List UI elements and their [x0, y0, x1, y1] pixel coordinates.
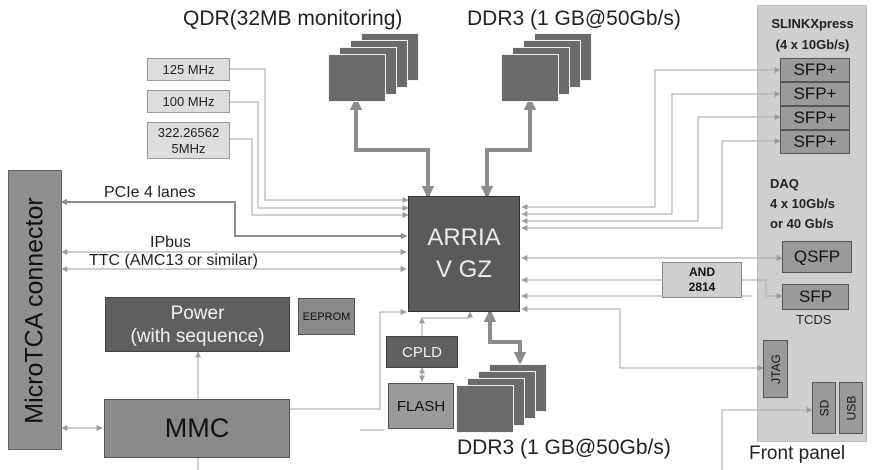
- clock-100mhz-label: 100 MHz: [162, 94, 215, 109]
- daq-line3: or 40 Gb/s: [770, 216, 834, 231]
- arria-fpga-line1: ARRIA: [427, 224, 501, 251]
- sfp-tcds-port: SFP: [782, 284, 849, 310]
- and2814-line1: AND: [689, 265, 715, 279]
- and2814-block: AND 2814: [662, 262, 742, 298]
- qdr-title: QDR(32MB monitoring): [183, 7, 403, 30]
- cpld-block: CPLD: [386, 336, 458, 368]
- jtag-wire: [521, 306, 764, 371]
- power-block: Power (with sequence): [105, 297, 290, 352]
- tcds-label: TCDS: [796, 312, 832, 327]
- daq-line2: 4 x 10Gb/s: [770, 196, 836, 211]
- sfp-plus-3: SFP+: [780, 106, 850, 130]
- sfp-plus-4: SFP+: [780, 130, 850, 154]
- sfp-plus-4-label: SFP+: [793, 132, 837, 151]
- eeprom-block: EEPROM: [298, 298, 355, 335]
- clk-100-wire: [230, 101, 409, 211]
- power-line1: Power: [170, 302, 225, 324]
- clock-100mhz: 100 MHz: [147, 90, 230, 113]
- ddr3-bottom-arrow: [483, 309, 527, 365]
- sd-wire: [721, 407, 813, 470]
- clock-322mhz: 322.26562 5MHz: [147, 122, 230, 159]
- sfp4-wire: [521, 138, 781, 231]
- sfp-plus-3-label: SFP+: [793, 108, 837, 127]
- qdr-arrow: [349, 97, 435, 199]
- jtag-label: JTAG: [768, 354, 783, 384]
- and2814-line2: 2814: [688, 280, 716, 294]
- and-sfp-wire: [742, 279, 783, 299]
- ttc-label: TTC (AMC13 or similar): [89, 252, 258, 269]
- sd-label: SD: [816, 399, 831, 417]
- slinkxpress-line1: SLINKXpress: [771, 16, 854, 31]
- clock-125mhz-label: 125 MHz: [162, 62, 215, 77]
- eeprom-label: EEPROM: [302, 310, 351, 323]
- ddr3-bottom-memory-stack: [456, 364, 556, 444]
- sfp-plus-2-label: SFP+: [793, 84, 837, 103]
- clock-322mhz-line1: 322.26562: [157, 125, 220, 140]
- clock-125mhz: 125 MHz: [147, 58, 230, 81]
- microtca-connector-label: MicroTCA connector: [20, 196, 49, 424]
- ipbus-label: IPbus: [150, 234, 191, 251]
- sfp-plus-2: SFP+: [780, 82, 850, 106]
- usb-label: USB: [844, 395, 858, 421]
- sfp3-wire: [521, 114, 781, 224]
- sfp-plus-1: SFP+: [780, 58, 850, 82]
- microtca-connector: MicroTCA connector: [8, 170, 62, 450]
- pcie-wire: [60, 198, 408, 240]
- sd-port: SD: [812, 382, 836, 434]
- front-panel-label: Front panel: [749, 443, 846, 464]
- arria-fpga: ARRIA V GZ: [408, 196, 520, 312]
- power-line2: (with sequence): [130, 325, 265, 347]
- mmc-fpga-wire: [290, 309, 407, 410]
- daq-line1: DAQ: [770, 176, 799, 191]
- qsfp-label: QSFP: [793, 247, 841, 266]
- clock-322mhz-line2: 5MHz: [171, 141, 206, 156]
- mmc-block: MMC: [104, 399, 290, 458]
- eeprom-wire: [422, 311, 473, 319]
- flash-block: FLASH: [388, 383, 454, 429]
- slinkxpress-line2: (4 x 10Gb/s): [775, 37, 850, 52]
- arria-fpga-line2: V GZ: [435, 256, 492, 283]
- qsfp-port: QSFP: [782, 241, 852, 273]
- mmc-label: MMC: [164, 413, 230, 443]
- jtag-port: JTAG: [763, 340, 788, 398]
- sfp-plus-1-label: SFP+: [793, 60, 837, 79]
- sfp-label: SFP: [798, 287, 833, 306]
- pcie-label: PCIe 4 lanes: [104, 184, 196, 201]
- ddr3-top-arrow: [480, 97, 537, 199]
- flash-label: FLASH: [396, 397, 446, 415]
- ddr3-top-title: DDR3 (1 GB@50Gb/s): [467, 7, 681, 30]
- slinkxpress-title: SLINKXpress (4 x 10Gb/s): [760, 13, 865, 55]
- daq-title: DAQ 4 x 10Gb/s or 40 Gb/s: [770, 174, 835, 234]
- ddr3-top-memory-stack: [501, 33, 601, 113]
- ddr3-bottom-title: DDR3 (1 GB@50Gb/s): [457, 436, 671, 459]
- cpld-label: CPLD: [401, 343, 442, 361]
- usb-port: USB: [839, 382, 863, 434]
- qdr-memory-stack: [328, 33, 428, 113]
